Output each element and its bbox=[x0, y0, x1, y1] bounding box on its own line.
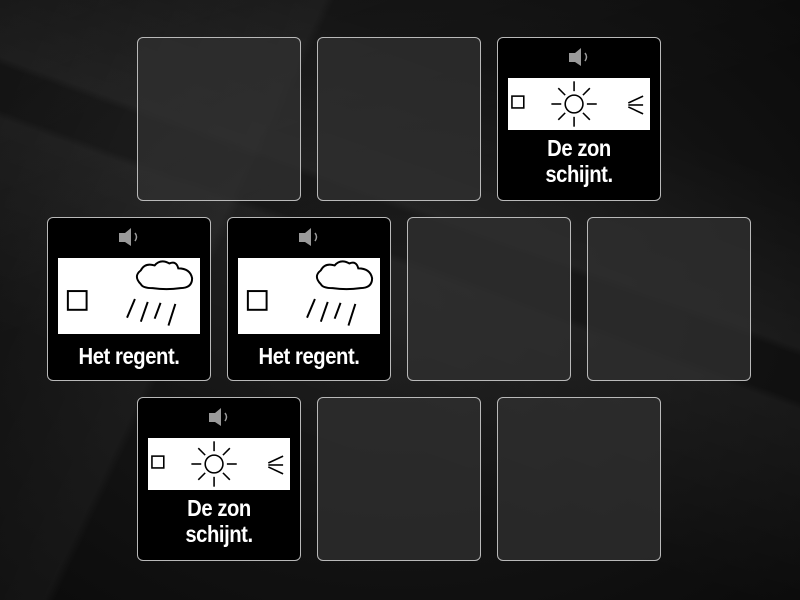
card-hidden[interactable] bbox=[587, 217, 751, 381]
rain-weather-icon bbox=[238, 258, 380, 334]
card-label: De zon schijnt. bbox=[185, 495, 253, 547]
card-label: Het regent. bbox=[78, 343, 180, 369]
card-rain[interactable]: Het regent. bbox=[47, 217, 211, 381]
card-hidden[interactable] bbox=[317, 37, 481, 201]
card-hidden[interactable] bbox=[407, 217, 571, 381]
speaker-icon[interactable] bbox=[116, 226, 142, 248]
sun-weather-icon bbox=[508, 78, 650, 130]
card-hidden[interactable] bbox=[137, 37, 301, 201]
speaker-icon[interactable] bbox=[206, 406, 232, 428]
sun-weather-icon bbox=[148, 438, 290, 490]
card-rain[interactable]: Het regent. bbox=[227, 217, 391, 381]
rain-weather-icon bbox=[58, 258, 200, 334]
card-sun[interactable]: De zon schijnt. bbox=[497, 37, 661, 201]
card-hidden[interactable] bbox=[497, 397, 661, 561]
speaker-icon[interactable] bbox=[566, 46, 592, 68]
speaker-icon[interactable] bbox=[296, 226, 322, 248]
card-hidden[interactable] bbox=[317, 397, 481, 561]
card-label: De zon schijnt. bbox=[545, 135, 613, 187]
card-sun[interactable]: De zon schijnt. bbox=[137, 397, 301, 561]
card-label: Het regent. bbox=[258, 343, 360, 369]
